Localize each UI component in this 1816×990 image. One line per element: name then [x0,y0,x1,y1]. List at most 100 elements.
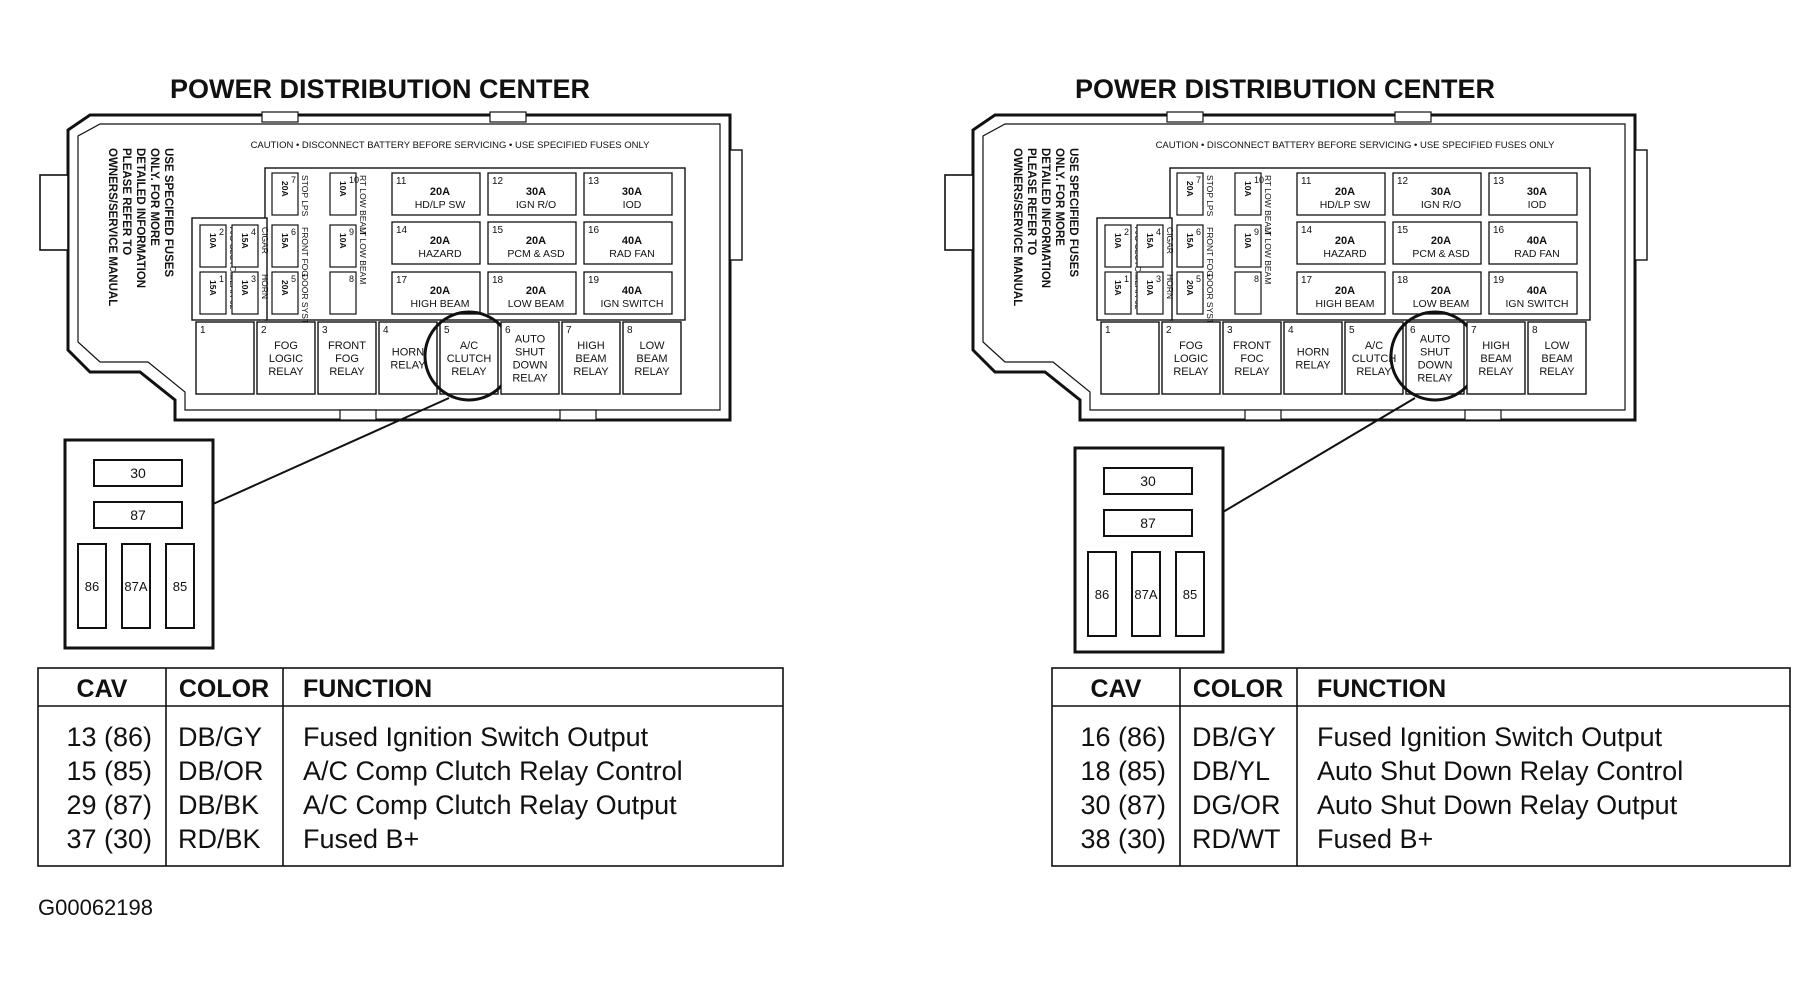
maxi-fuse-amp: 40A [622,285,642,297]
maxi-fuse-number: 16 [1493,225,1505,236]
pin-slot [1087,551,1117,637]
function-cell: Fused Ignition Switch Output [303,722,649,752]
side-note-line: PLEASE REFER TO [120,148,132,255]
pin-label: 87A [1134,587,1157,602]
mini-fuse-body [1176,224,1204,268]
mini-fuse-label: CIGAR [1165,227,1175,254]
maxi-fuse-number: 12 [1397,176,1409,187]
mini-fuse-number: 2 [219,227,224,237]
relay-body [1344,321,1404,395]
connector-pin: 86 [77,543,107,629]
side-note-line: DETAILED INFORMATION [134,148,146,288]
latch-bottom-2 [559,409,597,421]
mini-fuse-body [329,271,357,315]
maxi-fuse-body [1392,172,1482,216]
maxi-fuse-body [1488,221,1578,265]
maxi-fuse-number: 19 [588,275,600,286]
maxi-fuse-label: HIGH BEAM [411,298,470,310]
mini-fuse-label: LT LOW BEAM [358,227,368,284]
maxi-fuse-amp: 20A [430,285,450,297]
pin-slot [1103,467,1193,495]
connector-pin: 87 [1103,509,1193,537]
pin-slot [1175,551,1205,637]
side-note-line: USE SPECIFIED FUSES [1067,148,1079,277]
connector-pin: 87 [93,501,183,529]
figure-id: G00062198 [38,895,153,920]
maxi-fuse-number: 14 [396,225,408,236]
maxi-fuse-number: 19 [1493,275,1505,286]
side-note-line: USE SPECIFIED FUSES [162,148,174,277]
mini-fuse-label: CIGAR [260,227,270,254]
mini-fuse-amp: 20A [1185,181,1195,197]
maxi-fuse-body [1296,172,1386,216]
maxi-fuse-label: LOW BEAM [508,298,565,310]
mini-fuse-label: LT LOW BEAM [1263,227,1273,284]
relay-body [195,321,255,395]
function-cell: Fused B+ [303,824,419,854]
maxi-fuse-amp: 30A [622,186,642,198]
color-cell: RD/BK [178,824,261,854]
relay-body [439,321,499,395]
maxi-fuse-amp: 20A [430,186,450,198]
mini-fuse-body [1136,271,1164,315]
maxi-fuse-amp: 40A [1527,285,1547,297]
maxi-fuse-amp: 20A [1335,186,1355,198]
mini-fuse-body [1136,224,1164,268]
color-cell: DB/GY [1192,722,1276,752]
latch-left [39,174,69,251]
maxi-fuse-amp: 30A [1527,186,1547,198]
maxi-fuse-amp: 20A [1431,235,1451,247]
mini-fuse-body [231,224,259,268]
maxi-fuse-body [1488,172,1578,216]
relay-body [1161,321,1221,395]
mini-fuse-body [1234,172,1262,216]
pin-label: 85 [1183,587,1197,602]
table-frame [37,667,784,867]
connector-pin: 87A [1131,551,1161,637]
color-cell: DG/OR [1192,790,1281,820]
relay-number: 2 [261,325,267,336]
connector-pin: 85 [1175,551,1205,637]
mini-fuse-number: 6 [291,227,296,237]
maxi-fuse-number: 18 [1397,275,1409,286]
side-note-line: DETAILED INFORMATION [1039,148,1051,288]
color-cell: DB/BK [178,790,259,820]
maxi-fuse-amp: 30A [1431,186,1451,198]
latch-top-2 [489,111,527,123]
mini-fuse-number: 9 [349,227,354,237]
pin-label: 85 [173,579,187,594]
maxi-fuse-number: 17 [1301,275,1313,286]
caution-text: CAUTION • DISCONNECT BATTERY BEFORE SERV… [251,140,651,151]
mini-fuse-body [231,271,259,315]
latch-top-2 [1394,111,1432,123]
relay-body [1100,321,1160,395]
relay-number: 3 [322,325,328,336]
maxi-fuse-label: IOD [1528,199,1547,211]
